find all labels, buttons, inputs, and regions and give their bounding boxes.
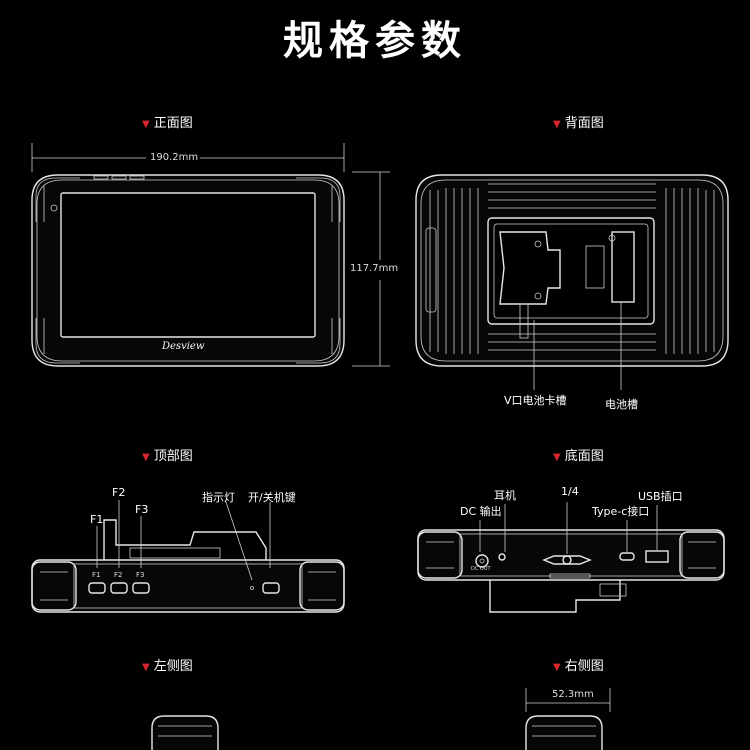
section-left: ▼左侧图 <box>142 659 193 674</box>
btn-f2-print: F2 <box>114 571 123 579</box>
quarter-mount-label: 1/4 <box>561 485 579 498</box>
btn-f1-print: F1 <box>92 571 101 579</box>
typec-label: Type-c接口 <box>592 505 650 518</box>
indicator-label: 指示灯 <box>202 491 235 504</box>
front-logo: Desview <box>162 341 205 352</box>
triangle-down-icon: ▼ <box>142 119 150 130</box>
headphone-label: 耳机 <box>494 489 516 502</box>
section-right: ▼右侧图 <box>553 659 604 674</box>
f2-label: F2 <box>112 486 126 499</box>
v-mount-label: V口电池卡槽 <box>504 394 567 407</box>
triangle-down-icon: ▼ <box>553 119 561 130</box>
section-front: ▼正面图 <box>142 116 193 131</box>
power-label: 开/关机键 <box>248 491 296 504</box>
btn-f3-print: F3 <box>136 571 145 579</box>
section-back: ▼背面图 <box>553 116 604 131</box>
height-dimension: 117.7mm <box>350 263 399 274</box>
f3-label: F3 <box>135 503 149 516</box>
depth-dimension: 52.3mm <box>552 689 594 700</box>
f1-label: F1 <box>90 513 104 526</box>
triangle-down-icon: ▼ <box>553 662 561 673</box>
dc-output-label: DC 输出 <box>460 505 502 518</box>
battery-slot-label: 电池槽 <box>605 398 638 411</box>
width-dimension: 190.2mm <box>150 152 199 163</box>
dc-port-print: DC OUT <box>471 566 491 572</box>
triangle-down-icon: ▼ <box>142 452 150 463</box>
section-top: ▼顶部图 <box>142 449 193 464</box>
triangle-down-icon: ▼ <box>553 452 561 463</box>
triangle-down-icon: ▼ <box>142 662 150 673</box>
usb-label: USB插口 <box>638 490 683 503</box>
page-title: 规格参数 <box>283 18 467 64</box>
section-bottom: ▼底面图 <box>553 449 604 464</box>
